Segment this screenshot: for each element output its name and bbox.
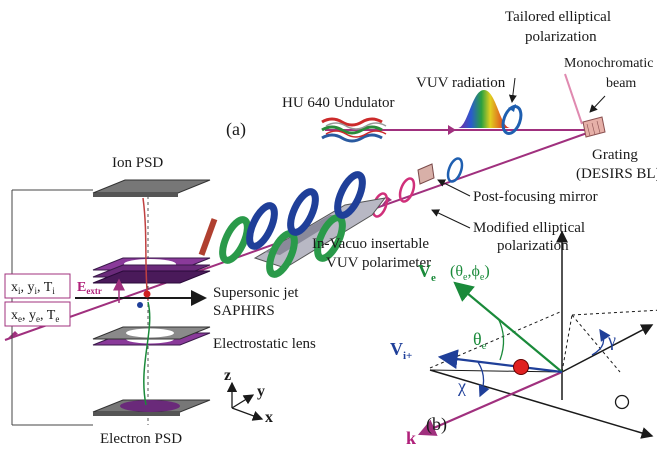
polarimeter-label-2: VUV polarimeter: [326, 255, 431, 271]
panel-b-label: (b): [426, 414, 447, 435]
electron-coords-box: [4, 301, 71, 327]
modified-label-1: Modified elliptical: [473, 220, 585, 236]
ion-ball: [513, 359, 529, 375]
diagonal-axis: [561, 324, 654, 373]
post-focusing-mirror: [417, 163, 435, 185]
horizontal-axis: [429, 369, 654, 439]
beam-arrow-1: [448, 125, 456, 135]
monochromatic-beam: [564, 73, 583, 125]
electron-psd-label: Electron PSD: [100, 431, 182, 447]
ion-coords-label: xi, yi, Ti: [11, 280, 55, 296]
electrode-stack-top: [92, 257, 211, 284]
vi-label: Vi+: [390, 339, 412, 362]
vuv-radiation-label: VUV radiation: [416, 75, 506, 91]
electron-coords-label: xe, ye, Te: [11, 308, 59, 324]
vuv-polarimeter: [198, 171, 387, 278]
supersonic-label-2: SAPHIRS: [213, 303, 275, 319]
target-ball: [614, 394, 630, 410]
ion-trajectory: [142, 197, 149, 301]
tailored-polarization-ring: [501, 104, 523, 135]
modified-polarization-rings: [371, 157, 464, 218]
modified-pointer: [431, 209, 471, 229]
monochromatic-pointer: [589, 95, 606, 113]
ion-particle: [143, 290, 151, 298]
theta-arc: [497, 317, 505, 361]
vuv-spectrum: [458, 90, 510, 128]
tailored-pointer: [508, 77, 517, 103]
post-focusing-label: Post-focusing mirror: [473, 189, 598, 205]
k-vector: [417, 370, 563, 436]
vector-diagram: [417, 230, 657, 439]
tailored-label-2: polarization: [525, 29, 597, 45]
grating-label-2: (DESIRS BL): [576, 166, 657, 182]
chi-label: χ: [457, 376, 466, 396]
xyz-axes: [226, 381, 264, 421]
electrostatic-lens-label: Electrostatic lens: [213, 336, 316, 352]
axis-z-label: z: [224, 367, 231, 384]
electron-trajectory: [143, 301, 151, 406]
supersonic-label-1: Supersonic jet: [213, 285, 299, 301]
chi-arc: [477, 361, 490, 398]
ion-coords-box: [4, 273, 71, 299]
ve-angles-label: (θe,ϕe): [450, 263, 490, 283]
polarimeter-label-1: In-Vacuo insertable: [312, 236, 429, 252]
monochromatic-label-1: Monochromatic: [564, 56, 653, 71]
ve-vector: [453, 281, 563, 373]
k-label: k: [406, 428, 416, 448]
ion-psd-label: Ion PSD: [112, 155, 163, 171]
electrode-stack-bottom: [92, 326, 211, 346]
post-focusing-pointer: [437, 179, 471, 197]
ion-psd-plate: [92, 179, 211, 197]
axis-y-label: y: [257, 383, 265, 400]
gamma-label: γ: [607, 330, 616, 350]
modified-label-2: polarization: [497, 238, 569, 254]
gamma-arc: [591, 328, 611, 356]
grating: [582, 116, 606, 138]
efield-label: Eextr: [77, 280, 102, 296]
ve-label: Ve: [418, 261, 436, 284]
monochromatic-label-2: beam: [606, 76, 636, 91]
undulator: [321, 117, 387, 143]
grating-label-1: Grating: [592, 147, 638, 163]
electron-psd-plate: [92, 399, 211, 416]
panel-a-label: (a): [226, 119, 246, 140]
tailored-label-1: Tailored elliptical: [505, 9, 611, 25]
vi-vector: [437, 349, 563, 374]
electron-particle: [137, 302, 143, 308]
undulator-label: HU 640 Undulator: [282, 95, 395, 111]
dashed-projection: [561, 309, 657, 373]
axis-x-label: x: [265, 409, 273, 426]
theta-label: θe: [473, 329, 487, 352]
